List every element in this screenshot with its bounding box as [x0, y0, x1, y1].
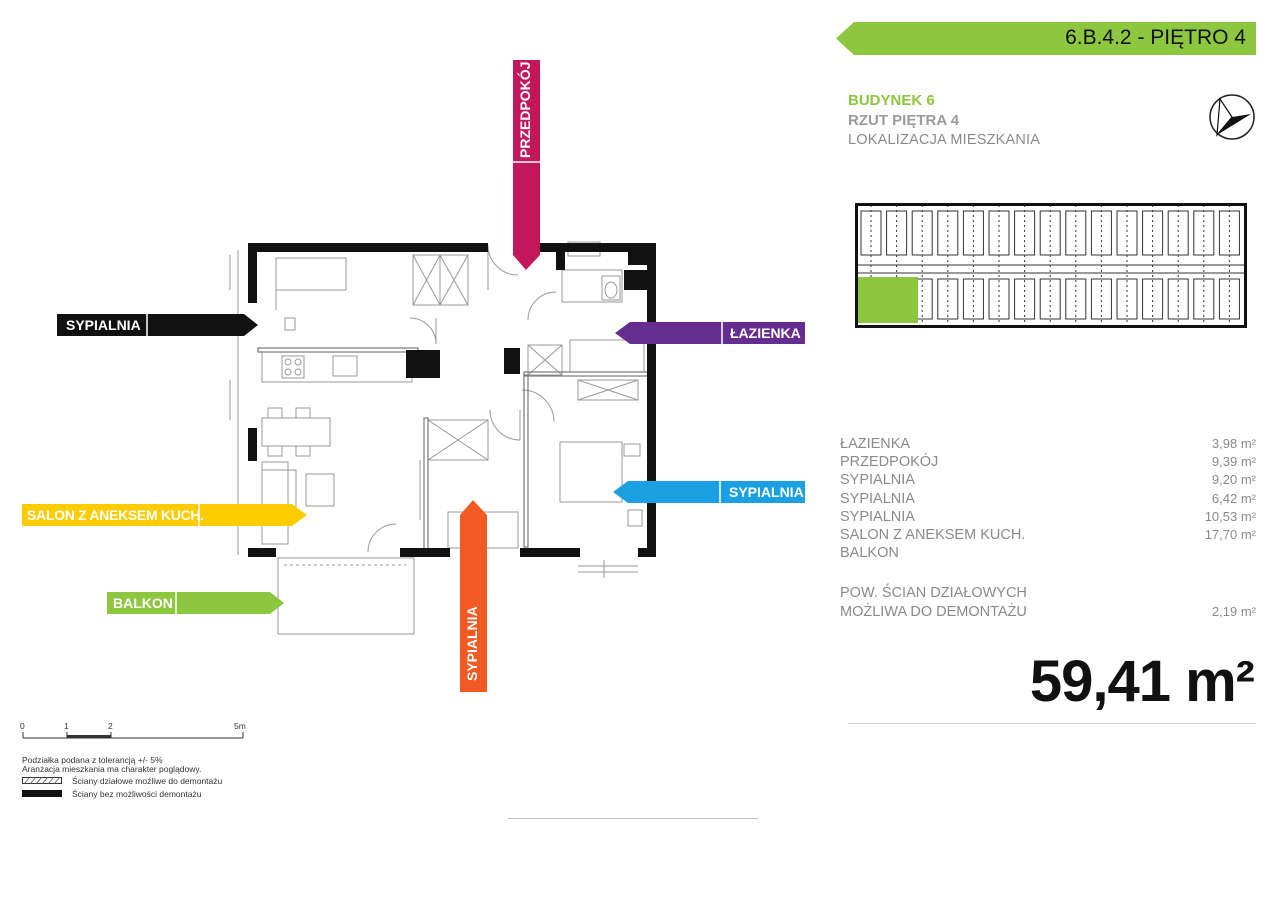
sypialnia-right-label: SYPIALNIA — [729, 484, 804, 500]
unit-code: 6.B.4.2 — [1065, 26, 1132, 49]
przedpokoj-arrow — [513, 60, 540, 270]
salon-arrow — [22, 504, 307, 526]
area-list: ŁAZIENKA 3,98 m² PRZEDPOKÓJ 9,39 m² SYPIALNI… — [840, 436, 1256, 563]
area-value: 10,53 m² — [1204, 508, 1256, 524]
area-row: ŁAZIENKA 3,98 m² — [840, 436, 1256, 454]
lazienka-label: ŁAZIENKA — [730, 325, 801, 341]
area-value: 3,98 m² — [1211, 436, 1256, 451]
removable-wall-caption: Ściany działowe możliwe do demontażu — [72, 776, 223, 786]
sypialnia-top-arrow — [57, 314, 258, 336]
area-row: BALKON — [840, 545, 1256, 563]
key-plan-highlight — [858, 277, 918, 323]
floor-plan — [22, 60, 805, 692]
scale-tick-5: 5m — [234, 721, 246, 731]
area-row: SALON Z ANEKSEM KUCH. 17,70 m² — [840, 527, 1256, 545]
przedpokoj-label: PRZEDPOKÓJ — [517, 61, 533, 158]
divider — [848, 723, 1256, 724]
scale-tick-1: 1 — [64, 721, 69, 731]
area-label: BALKON — [840, 545, 899, 562]
area-value: 6,42 m² — [1211, 490, 1256, 506]
sypialnia-top-label: SYPIALNIA — [66, 317, 141, 333]
total-area: 59,41 m² — [1029, 649, 1255, 714]
walls-line2: MOŻLIWA DO DEMONTAŻU — [840, 604, 1027, 620]
removable-wall-swatch — [22, 777, 62, 784]
key-plan — [855, 203, 1247, 328]
removable-walls-area: POW. ŚCIAN DZIAŁOWYCH MOŻLIWA DO DEMONTA… — [840, 585, 1256, 620]
unit-title: 6.B.4.2 - PIĘTRO 4 — [1065, 26, 1246, 50]
scale-bar — [22, 732, 244, 739]
area-label: SYPIALNIA — [840, 508, 915, 525]
area-value: 17,70 m² — [1204, 526, 1256, 542]
walls-line1: POW. ŚCIAN DZIAŁOWYCH — [840, 585, 1027, 601]
area-label: SALON Z ANEKSEM KUCH. — [840, 526, 1026, 543]
scale-tick-0: 0 — [20, 721, 25, 731]
fixed-wall-caption: Ściany bez możliwości demontażu — [72, 789, 202, 799]
sypialnia-bottom-arrow — [460, 500, 487, 692]
area-row: SYPIALNIA 10,53 m² — [840, 509, 1256, 527]
sypialnia-bottom-label: SYPIALNIA — [464, 606, 480, 682]
area-label: ŁAZIENKA — [840, 436, 911, 452]
scale-tick-2: 2 — [108, 721, 113, 731]
walls-value: 2,19 m² — [1211, 604, 1256, 619]
area-label: SYPIALNIA — [840, 472, 915, 489]
fixed-wall-swatch — [22, 790, 62, 797]
floor-plan-title: RZUT PIĘTRA 4 — [848, 112, 960, 129]
divider — [508, 818, 758, 819]
header-flag-shape — [836, 22, 1256, 55]
lazienka-arrow — [615, 322, 805, 344]
area-label: PRZEDPOKÓJ — [840, 454, 939, 471]
area-value: 9,20 m² — [1211, 472, 1256, 488]
area-value: 9,39 m² — [1211, 454, 1256, 470]
sypialnia-right-arrow — [613, 481, 805, 503]
balkon-label: BALKON — [113, 595, 173, 611]
balkon-arrow — [107, 592, 284, 614]
tolerance-note: Podziałka podana z tolerancją +/- 5% — [22, 755, 163, 765]
floor-label: - PIĘTRO 4 — [1137, 26, 1246, 49]
area-row: SYPIALNIA 6,42 m² — [840, 491, 1256, 509]
area-label: SYPIALNIA — [840, 490, 915, 507]
area-row: SYPIALNIA 9,20 m² — [840, 472, 1256, 490]
unit-header: 6.B.4.2 - PIĘTRO 4 — [836, 22, 1256, 55]
salon-label: SALON Z ANEKSEM KUCH. — [27, 507, 204, 523]
location-caption: LOKALIZACJA MIESZKANIA — [848, 132, 1041, 148]
compass-icon — [1209, 94, 1255, 140]
area-row: PRZEDPOKÓJ 9,39 m² — [840, 454, 1256, 472]
building-name: BUDYNEK 6 — [848, 92, 935, 109]
layout-note: Aranżacja mieszkania ma charakter pogląd… — [22, 764, 202, 774]
